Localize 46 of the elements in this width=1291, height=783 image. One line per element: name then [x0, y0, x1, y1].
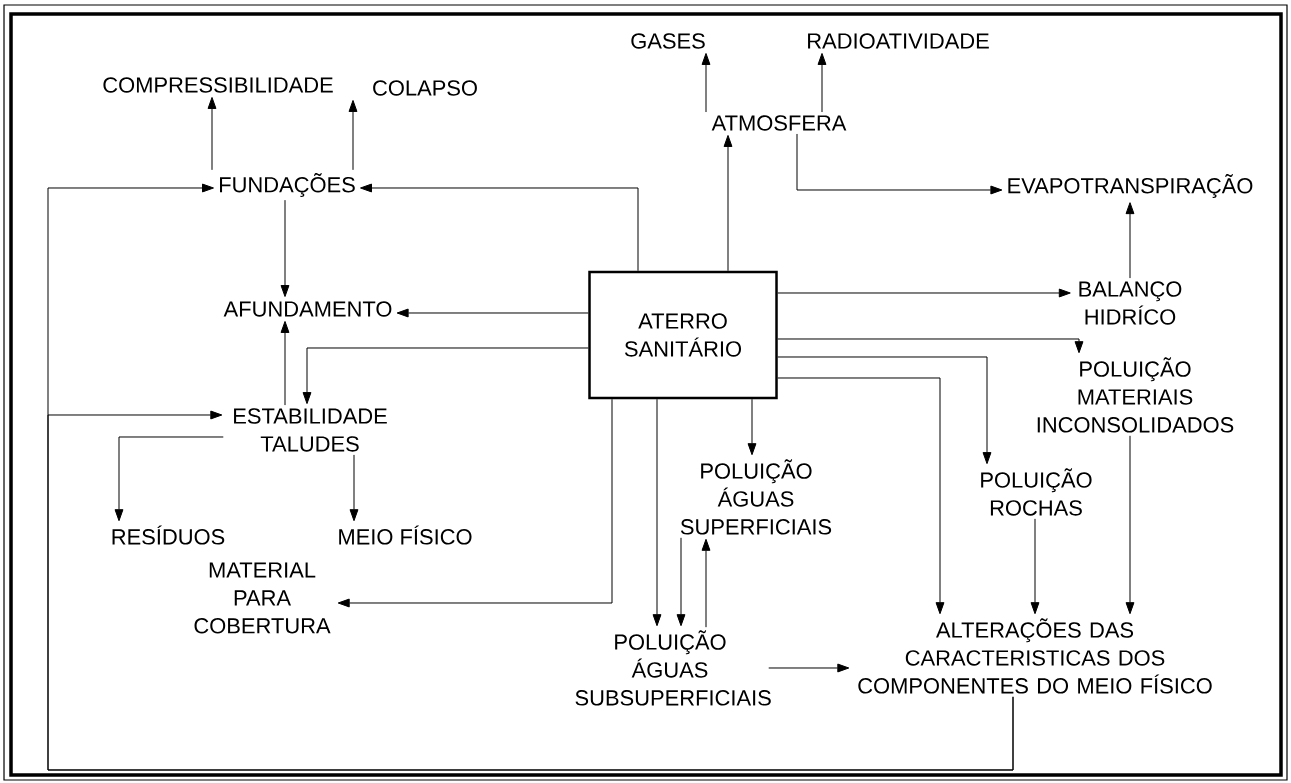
arrow — [114, 436, 224, 522]
node-label: MATERIAL PARA COBERTURA — [194, 562, 331, 634]
node-label: RADIOATIVIDADE — [808, 33, 989, 49]
arrow — [777, 377, 945, 615]
node-label: POLUIÇÃO ROCHAS — [981, 468, 1092, 516]
arrow — [701, 538, 711, 628]
arrow — [676, 537, 686, 627]
node-label: ATMOSFERA — [711, 115, 847, 131]
node-label: MEIO FÍSICO — [339, 525, 472, 545]
arrow — [360, 183, 639, 272]
arrow — [302, 347, 589, 405]
arrow — [768, 663, 850, 673]
arrow — [1030, 518, 1040, 615]
arrow — [348, 100, 358, 171]
node-label: GASES — [631, 33, 705, 49]
node-label: COMPRESSIBILIDADE — [103, 77, 333, 93]
arrow — [337, 398, 613, 608]
arrow — [1125, 435, 1135, 615]
arrow — [652, 398, 662, 627]
node-label: POLUIÇÃO ÁGUAS SUBSUPERFICIAIS — [575, 630, 771, 706]
node-label: EVAPOTRANSPIRAÇÃO — [1008, 174, 1253, 198]
node-label: ESTABILIDADE TALUDES — [234, 408, 387, 452]
arrow — [747, 398, 757, 456]
arrow — [777, 288, 1071, 298]
arrow — [723, 135, 733, 272]
arrow — [701, 53, 711, 113]
arrow — [47, 410, 1014, 771]
node-label: RESÍDUOS — [112, 525, 225, 545]
arrow — [207, 97, 217, 171]
arrow — [280, 199, 290, 297]
node-label: BALANÇO HIDRÍCO — [1079, 281, 1182, 325]
arrow — [777, 338, 1084, 354]
arrow — [817, 53, 827, 113]
node-label: ALTERAÇÕES DAS CARACTERISTICAS DOS COMPONENTES DO MEIO FÍSICO — [858, 618, 1212, 694]
arrow — [796, 133, 1003, 195]
node-label: COLAPSO — [373, 80, 477, 96]
node-label: FUNDAÇÕES — [220, 173, 355, 197]
arrow — [777, 356, 992, 465]
arrow — [349, 454, 359, 522]
node-label: AFUNDAMENTO — [223, 301, 392, 317]
node-label: POLUIÇÃO ÁGUAS SUPERFICIAIS — [680, 459, 832, 535]
arrow — [280, 321, 290, 406]
arrow — [396, 308, 589, 318]
arrow — [1125, 202, 1135, 279]
landfill-box: ATERRO SANITÁRIO — [588, 270, 778, 400]
node-label: POLUIÇÃO MATERIAIS INCONSOLIDADOS — [1037, 357, 1234, 433]
